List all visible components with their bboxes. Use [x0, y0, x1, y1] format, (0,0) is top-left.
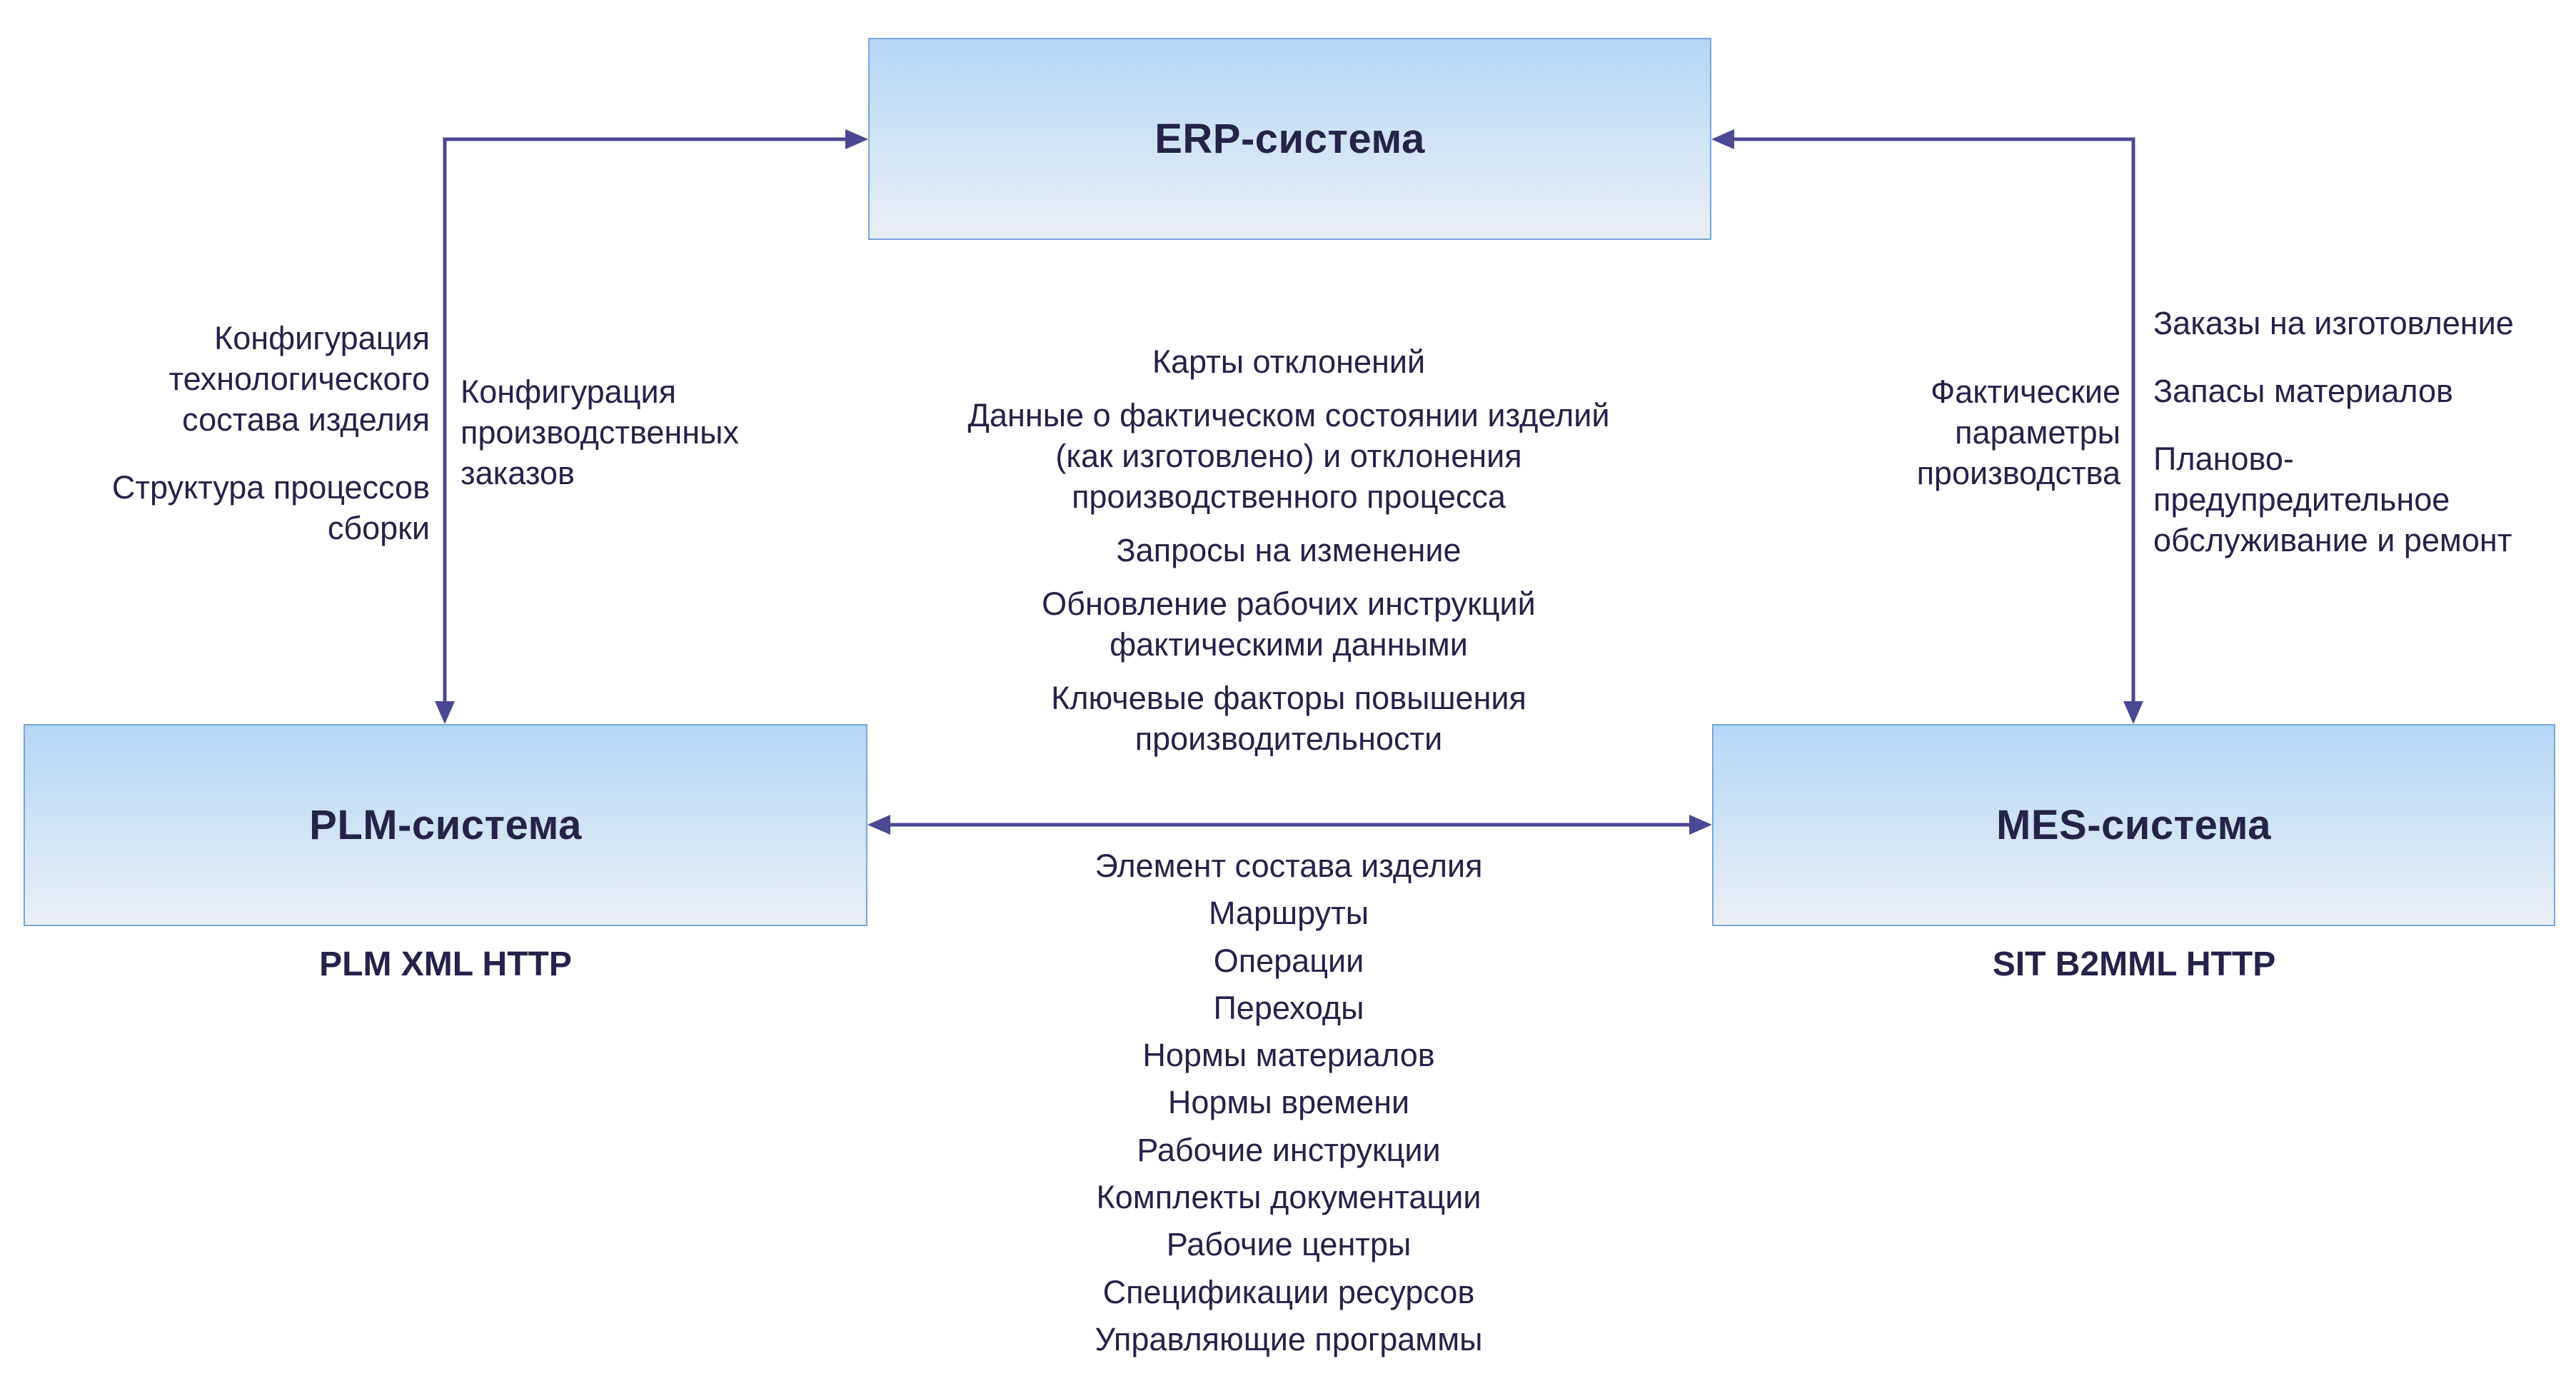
- flow-item: Операции: [1213, 942, 1364, 979]
- flow-item: Запасы материалов: [2153, 373, 2453, 409]
- flow-item: Фактические параметры производства: [1916, 373, 2120, 491]
- mes-system-title: MES-система: [1996, 802, 2271, 848]
- arrow-erp-plm: [443, 137, 861, 717]
- flow-item: Спецификации ресурсов: [1102, 1273, 1475, 1310]
- mes-protocol-label: SIT B2MML HTTP: [1992, 945, 2276, 983]
- arrowhead-to-mes: [2123, 701, 2143, 724]
- flow-item: Ключевые факторы повышения производитель…: [1051, 680, 1526, 757]
- flow-item: Управляющие программы: [1095, 1320, 1483, 1357]
- flow-item: Нормы материалов: [1142, 1037, 1435, 1074]
- arrowhead-to-mes-left: [1689, 815, 1712, 835]
- flow-item: Запросы на изменение: [1116, 532, 1461, 568]
- flow-item: Нормы времени: [1167, 1084, 1410, 1121]
- arrowhead-to-plm-right: [867, 815, 890, 835]
- flow-mes-to-erp: Фактические параметры производства: [1764, 371, 2120, 493]
- erp-system-box: ERP-система: [868, 38, 1711, 240]
- flow-item: Элемент состава изделия: [1095, 848, 1483, 884]
- flow-item: Рабочие центры: [1166, 1226, 1412, 1263]
- plm-protocol-label: PLM XML HTTP: [319, 945, 572, 983]
- flow-item: Обновление рабочих инструкций фактически…: [1042, 586, 1536, 663]
- flow-item: Планово-предупредительное обслуживание и…: [2153, 441, 2512, 558]
- flow-item: Структура процессов сборки: [111, 469, 430, 546]
- flow-item: Данные о фактическом состоянии изделий (…: [967, 397, 1610, 515]
- flow-item: Карты отклонений: [1152, 343, 1426, 380]
- mes-system-box: MES-система: [1712, 724, 2555, 926]
- arrowhead-to-erp-right: [1711, 129, 1734, 149]
- flow-item: Заказы на изготовление: [2153, 305, 2514, 341]
- plm-system-box: PLM-система: [24, 724, 867, 926]
- flow-item: Маршруты: [1208, 895, 1369, 932]
- flow-plm-to-erp: Конфигурация технологического состава из…: [43, 318, 430, 548]
- flow-erp-to-plm: Конфигурация производственных заказов: [461, 371, 832, 493]
- arrow-erp-mes: [1719, 137, 2135, 717]
- plm-system-title: PLM-система: [309, 802, 582, 848]
- arrowhead-to-plm: [435, 701, 455, 724]
- flow-item: Рабочие инструкции: [1137, 1131, 1441, 1168]
- flow-item: Конфигурация производственных заказов: [461, 373, 739, 491]
- erp-system-title: ERP-система: [1154, 116, 1425, 162]
- arrowhead-to-erp-left: [845, 129, 868, 149]
- flow-mes-to-plm: Карты отклонений Данные о фактическом со…: [960, 341, 1617, 759]
- flow-item: Переходы: [1213, 989, 1364, 1026]
- flow-item: Комплекты документации: [1096, 1179, 1481, 1216]
- flow-plm-to-mes: Элемент состава изделия Маршруты Операци…: [960, 843, 1617, 1363]
- flow-item: Конфигурация технологического состава из…: [168, 320, 430, 438]
- flow-erp-to-mes: Заказы на изготовление Запасы материалов…: [2153, 303, 2567, 561]
